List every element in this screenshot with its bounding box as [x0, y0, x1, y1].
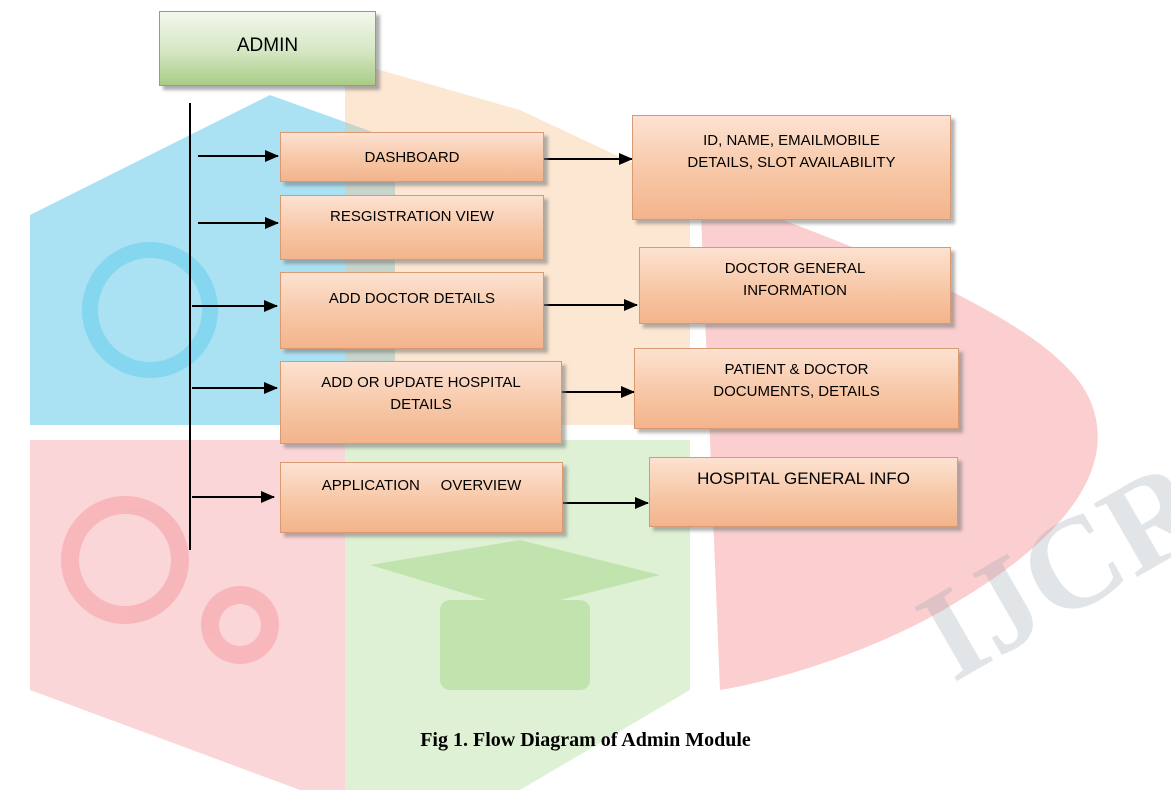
figure-caption: Fig 1. Flow Diagram of Admin Module	[420, 729, 751, 751]
doctor-detail-label: DOCTOR GENERAL INFORMATION	[724, 260, 866, 299]
hospital-detail-label: PATIENT & DOCTOR DOCUMENTS, DETAILS	[713, 361, 880, 400]
registration-view-node: RESGISTRATION VIEW	[280, 195, 544, 260]
admin-node: ADMIN	[159, 11, 376, 86]
application-overview-label: APPLICATION OVERVIEW	[321, 477, 522, 494]
application-overview-node: APPLICATION OVERVIEW	[280, 462, 563, 533]
registration-view-label: RESGISTRATION VIEW	[330, 208, 494, 225]
watermark-red-hexagon-shape	[30, 440, 345, 790]
cloud-icon	[82, 242, 218, 378]
overview-detail-node: HOSPITAL GENERAL INFO	[649, 457, 958, 527]
add-doctor-details-node: ADD DOCTOR DETAILS	[280, 272, 544, 349]
overview-detail-label: HOSPITAL GENERAL INFO	[697, 469, 910, 488]
hospital-details-label: ADD OR UPDATE HOSPITAL DETAILS	[321, 374, 521, 413]
graduation-cap-icon	[370, 540, 660, 690]
hospital-details-node: ADD OR UPDATE HOSPITAL DETAILS	[280, 361, 562, 444]
admin-label: ADMIN	[236, 35, 299, 56]
dashboard-detail-label: ID, NAME, EMAILMOBILE DETAILS, SLOT AVAI…	[687, 132, 896, 171]
gear-icon	[61, 496, 279, 664]
dashboard-detail-node: ID, NAME, EMAILMOBILE DETAILS, SLOT AVAI…	[632, 115, 951, 220]
hospital-detail-node: PATIENT & DOCTOR DOCUMENTS, DETAILS	[634, 348, 959, 429]
dashboard-node: DASHBOARD	[280, 132, 544, 182]
dashboard-label: DASHBOARD	[364, 149, 460, 166]
add-doctor-details-label: ADD DOCTOR DETAILS	[328, 290, 496, 307]
doctor-detail-node: DOCTOR GENERAL INFORMATION	[639, 247, 951, 324]
